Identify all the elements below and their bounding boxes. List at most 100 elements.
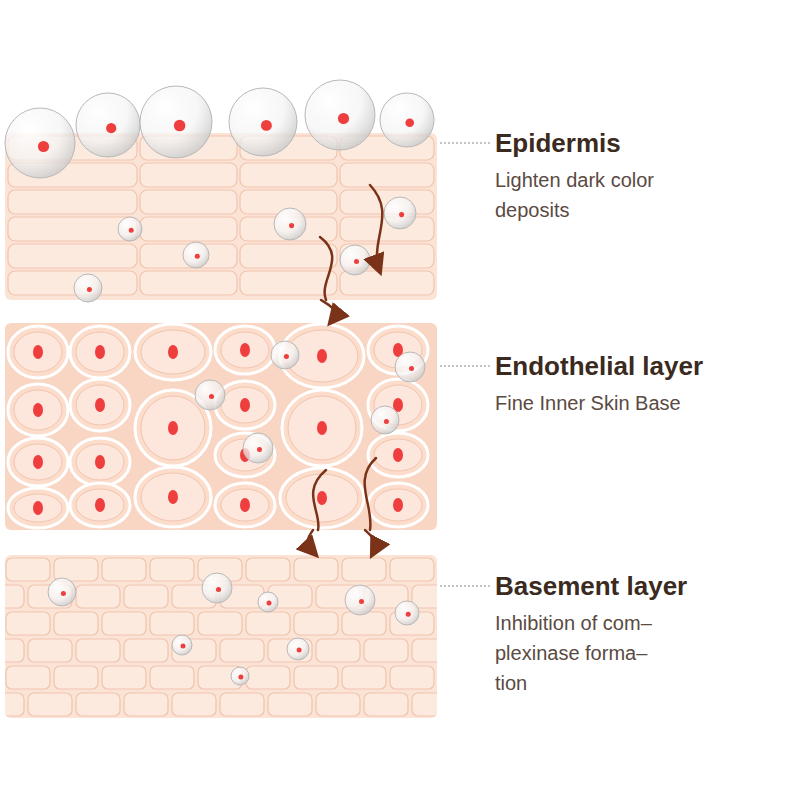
flat-cell (140, 190, 237, 214)
droplet-core (38, 141, 49, 152)
flat-cell (240, 271, 337, 295)
droplet-core (209, 394, 214, 399)
flow-arrow (365, 530, 376, 555)
basal-cell (316, 639, 360, 662)
cell-nucleus (95, 498, 105, 512)
basement-cells (5, 558, 437, 716)
droplet (118, 217, 142, 241)
flat-cell (340, 163, 434, 187)
endothelial-band (5, 323, 437, 530)
basal-cell (6, 558, 50, 581)
basal-cell (316, 693, 360, 716)
droplet-core (409, 366, 414, 371)
basal-cell (220, 693, 264, 716)
cell-nucleus (33, 501, 43, 515)
cell-body (14, 494, 62, 522)
basal-cell (246, 666, 290, 689)
flat-cell (140, 271, 237, 295)
basal-cell (124, 693, 168, 716)
basal-cell (246, 558, 290, 581)
cell-body (221, 332, 269, 368)
droplet (229, 88, 297, 156)
droplet-core (87, 287, 92, 292)
cell-nucleus (168, 345, 178, 359)
droplet (305, 80, 375, 150)
cell-body (76, 489, 124, 521)
basal-cell (246, 612, 290, 635)
basal-cell (5, 639, 24, 662)
basement-band (5, 555, 437, 718)
cell-body (141, 330, 205, 374)
droplet-core (106, 123, 116, 133)
round-cell (368, 483, 428, 527)
layer-heading: Basement layer (495, 570, 775, 602)
cell-nucleus (33, 455, 43, 469)
basal-cell (124, 585, 168, 608)
cell-body (14, 332, 62, 372)
cell-nucleus (95, 345, 105, 359)
basal-cell (390, 666, 434, 689)
cell-body (14, 444, 62, 480)
basal-cell (412, 639, 437, 662)
basal-cell (268, 639, 312, 662)
flat-cell (140, 217, 237, 241)
basal-cell (54, 612, 98, 635)
droplet (287, 638, 309, 660)
droplet-core (289, 223, 294, 228)
droplet-core (297, 648, 302, 653)
round-cell (135, 467, 211, 527)
droplet-core (238, 674, 243, 679)
cell-nucleus (317, 491, 327, 505)
cell-body (374, 489, 422, 521)
droplet-core (129, 228, 134, 233)
epidermis-layer: EpidermisLighten dark color deposits (5, 133, 437, 300)
droplet (5, 108, 75, 178)
round-cell (282, 390, 362, 466)
flow-arrow-tail (320, 237, 332, 300)
droplet-core (257, 447, 262, 452)
layer-description: Inhibition of com– plexinase forma– tion (495, 608, 681, 698)
basal-cell (412, 693, 437, 716)
basal-cell (390, 558, 434, 581)
cell-body (221, 387, 269, 423)
droplet (183, 242, 209, 268)
droplet-core (267, 601, 272, 606)
droplet (172, 635, 192, 655)
basal-cell (342, 666, 386, 689)
flat-cell (140, 163, 237, 187)
cell-body (76, 385, 124, 425)
basal-cell (294, 666, 338, 689)
round-cell (215, 326, 275, 374)
droplet-core (261, 120, 272, 131)
round-cell (215, 483, 275, 527)
droplet-core (405, 118, 414, 127)
droplet-core (384, 419, 389, 424)
cell-body (14, 390, 62, 430)
layer-label: EpidermisLighten dark color deposits (495, 127, 775, 225)
droplet-core (61, 591, 66, 596)
droplet-core (359, 599, 364, 604)
leader-line (440, 143, 490, 144)
basement-layer: Basement layerInhibition of com– plexina… (5, 555, 437, 718)
basal-cell (76, 639, 120, 662)
basal-cell (5, 585, 24, 608)
basal-cell (150, 558, 194, 581)
flow-arrow (370, 185, 382, 272)
droplet-core (174, 120, 186, 132)
flat-cell (240, 163, 337, 187)
droplet-core (195, 254, 200, 259)
droplet-core (399, 212, 404, 217)
cell-nucleus (240, 398, 250, 412)
cell-nucleus (33, 345, 43, 359)
basal-cell (294, 612, 338, 635)
cell-body (76, 332, 124, 372)
droplet (231, 667, 249, 685)
cell-body (221, 489, 269, 521)
basal-cell (76, 585, 120, 608)
cell-nucleus (317, 421, 327, 435)
droplet (271, 341, 299, 369)
basal-cell (54, 666, 98, 689)
flat-cell (8, 244, 137, 268)
round-cell (135, 324, 211, 380)
cell-nucleus (240, 498, 250, 512)
